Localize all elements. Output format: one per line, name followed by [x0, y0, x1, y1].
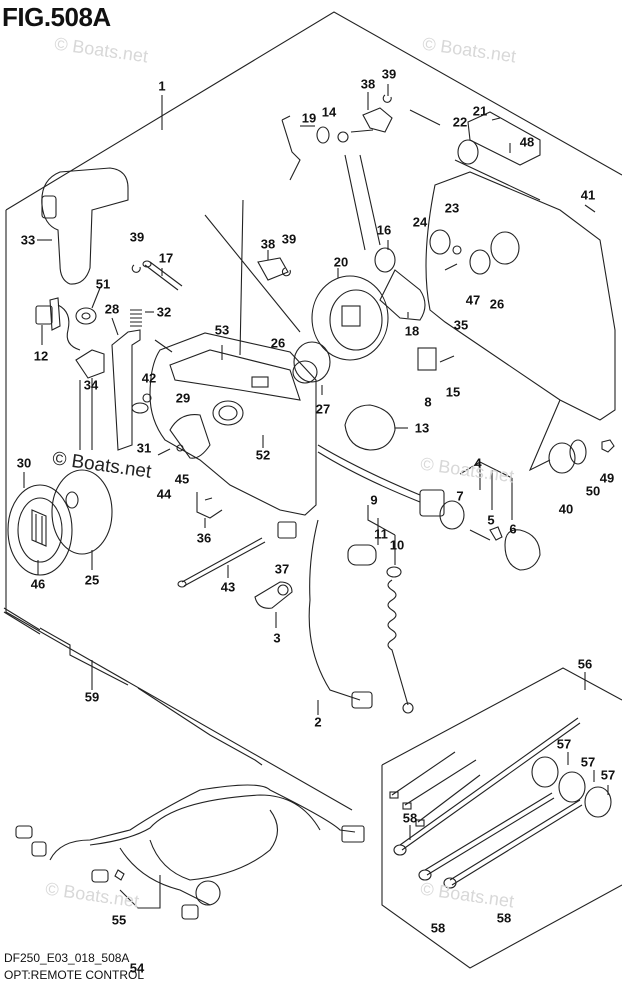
callout-57c[interactable]: 57: [600, 767, 616, 783]
callout-40[interactable]: 40: [558, 501, 574, 517]
callout-3[interactable]: 3: [273, 630, 281, 646]
callout-15[interactable]: 15: [445, 384, 461, 400]
control-housing: [149, 332, 317, 516]
callout-43[interactable]: 43: [220, 579, 236, 595]
callout-45[interactable]: 45: [174, 471, 190, 487]
callout-24[interactable]: 24: [412, 214, 428, 230]
callout-20[interactable]: 20: [333, 254, 349, 270]
callout-58c[interactable]: 58: [496, 910, 512, 926]
callout-51[interactable]: 51: [95, 276, 111, 292]
callout-2[interactable]: 2: [314, 714, 322, 730]
callout-9[interactable]: 9: [370, 492, 378, 508]
callout-16[interactable]: 16: [376, 222, 392, 238]
handle-lever: [41, 167, 129, 285]
side-cover: [425, 171, 616, 421]
callout-29[interactable]: 29: [175, 390, 191, 406]
callout-56[interactable]: 56: [577, 656, 593, 672]
callout-57b[interactable]: 57: [580, 754, 596, 770]
callout-38a[interactable]: 38: [360, 76, 376, 92]
kit-boundary: [381, 667, 622, 969]
callout-46[interactable]: 46: [30, 576, 46, 592]
figure-code: DF250_E03_018_508A: [4, 951, 130, 965]
callout-11[interactable]: 11: [374, 526, 388, 542]
callout-28[interactable]: 28: [104, 301, 120, 317]
callout-33[interactable]: 33: [20, 232, 36, 248]
cover-plate: [7, 484, 73, 576]
callout-37[interactable]: 37: [274, 561, 290, 577]
callout-34[interactable]: 34: [83, 377, 99, 393]
callout-59[interactable]: 59: [84, 689, 100, 705]
callout-18[interactable]: 18: [404, 323, 420, 339]
callout-32[interactable]: 32: [156, 304, 172, 320]
figure-caption: OPT:REMOTE CONTROL: [4, 968, 145, 982]
callout-31[interactable]: 31: [136, 440, 152, 456]
callout-42[interactable]: 42: [141, 370, 157, 386]
callout-39c[interactable]: 39: [281, 231, 297, 247]
callout-1[interactable]: 1: [158, 78, 166, 94]
callout-10[interactable]: 10: [389, 537, 405, 553]
callout-38b[interactable]: 38: [260, 236, 276, 252]
callout-44[interactable]: 44: [156, 486, 172, 502]
callout-13[interactable]: 13: [414, 420, 430, 436]
control-cable: [3, 607, 263, 766]
callout-23[interactable]: 23: [444, 200, 460, 216]
callout-50[interactable]: 50: [585, 483, 601, 499]
callout-21[interactable]: 21: [472, 103, 488, 119]
callout-7[interactable]: 7: [456, 488, 464, 504]
callout-39b[interactable]: 39: [129, 229, 145, 245]
callout-4[interactable]: 4: [474, 455, 482, 471]
callout-36[interactable]: 36: [196, 530, 212, 546]
callout-25[interactable]: 25: [84, 572, 100, 588]
callout-22[interactable]: 22: [452, 114, 468, 130]
callout-14[interactable]: 14: [321, 104, 337, 120]
callout-30[interactable]: 30: [16, 455, 32, 471]
callout-8[interactable]: 8: [424, 394, 432, 410]
callout-53[interactable]: 53: [214, 322, 230, 338]
callout-12[interactable]: 12: [33, 348, 49, 364]
callout-48[interactable]: 48: [519, 134, 535, 150]
wiring-harness: [49, 784, 356, 906]
callout-58a[interactable]: 58: [402, 810, 418, 826]
callout-49[interactable]: 49: [599, 470, 615, 486]
callout-26b[interactable]: 26: [489, 296, 505, 312]
callout-5[interactable]: 5: [487, 512, 495, 528]
callout-52[interactable]: 52: [255, 447, 271, 463]
assembly-boundary: [5, 11, 622, 811]
callout-58b[interactable]: 58: [430, 920, 446, 936]
callout-47[interactable]: 47: [465, 292, 481, 308]
callout-26a[interactable]: 26: [270, 335, 286, 351]
callout-17[interactable]: 17: [158, 250, 174, 266]
callout-19[interactable]: 19: [301, 110, 317, 126]
callout-54[interactable]: 54: [129, 960, 145, 976]
callout-55[interactable]: 55: [111, 912, 127, 928]
callout-27[interactable]: 27: [315, 401, 331, 417]
callout-6[interactable]: 6: [509, 521, 517, 537]
figure-footer: DF250_E03_018_508A OPT:REMOTE CONTROL: [4, 950, 144, 984]
callout-41[interactable]: 41: [580, 187, 596, 203]
callout-57a[interactable]: 57: [556, 736, 572, 752]
figure-title: FIG.508A: [2, 2, 111, 32]
callout-35[interactable]: 35: [453, 317, 469, 333]
gear-plate: [311, 275, 389, 361]
callout-39a[interactable]: 39: [381, 66, 397, 82]
